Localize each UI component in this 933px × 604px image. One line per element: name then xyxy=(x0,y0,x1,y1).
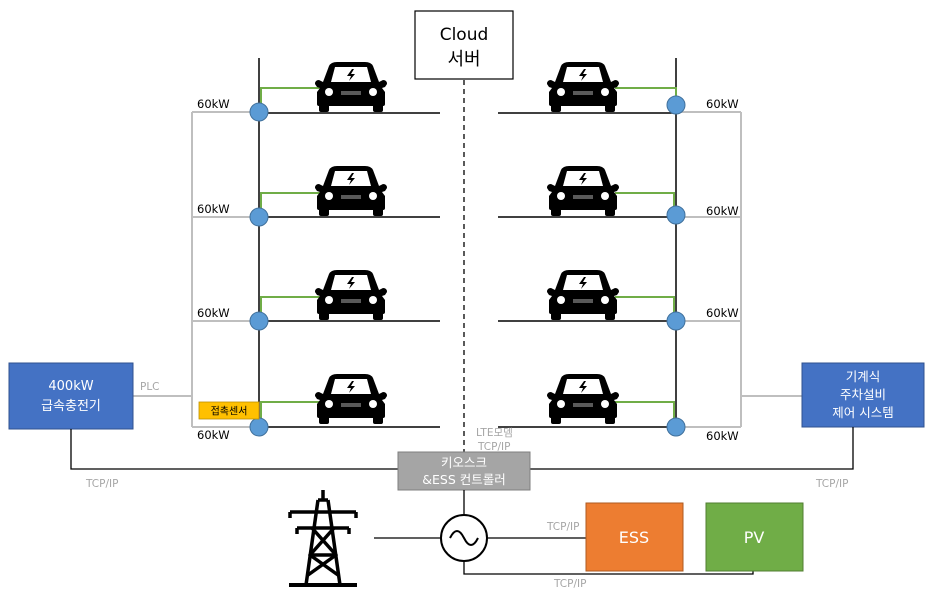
parking-control-box xyxy=(801,362,925,428)
cloud-subtitle: 서버 xyxy=(447,49,480,70)
ev-car-icon xyxy=(315,166,387,216)
ess-box xyxy=(585,502,684,572)
tcpip-pv-label: TCP/IP xyxy=(553,578,586,590)
ac-source-icon xyxy=(440,514,488,562)
parking-line-3: 제어 시스템 xyxy=(832,405,893,420)
ev-car-icon xyxy=(547,374,619,424)
left-green-wiring xyxy=(260,87,320,427)
cloud-title: Cloud xyxy=(440,25,489,45)
transmission-tower-icon xyxy=(288,490,358,587)
left-floor-lines xyxy=(259,112,440,428)
right-green-wiring xyxy=(615,87,677,427)
power-label-left-3: 60kW xyxy=(197,306,230,320)
ev-car-icon xyxy=(547,270,619,320)
parking-line-1: 기계식 xyxy=(846,369,881,384)
parking-line-2: 주차설비 xyxy=(840,387,886,402)
contact-sensor-label: 접촉센서 xyxy=(211,406,248,418)
charger-name: 급속충전기 xyxy=(41,399,101,414)
tcpip-ess-label: TCP/IP xyxy=(546,521,579,533)
power-label-left-1: 60kW xyxy=(197,97,230,111)
pv-box xyxy=(705,502,804,572)
power-label-right-3: 60kW xyxy=(706,306,739,320)
left-nodes xyxy=(249,102,269,437)
kiosk-line-2: &ESS 컨트롤러 xyxy=(422,472,506,487)
ev-car-icon xyxy=(547,62,619,112)
cloud-server-box xyxy=(414,10,514,80)
inverter-to-pv-line xyxy=(463,561,754,575)
power-label-right-2: 60kW xyxy=(706,204,739,218)
pv-label: PV xyxy=(744,528,765,547)
power-label-right-4: 60kW xyxy=(706,429,739,443)
ev-car-icon xyxy=(315,270,387,320)
kiosk-line-1: 키오스크 xyxy=(441,455,487,470)
power-label-left-4: 60kW xyxy=(197,428,230,442)
charger-power: 400kW xyxy=(48,379,93,394)
contact-sensor-box xyxy=(198,401,260,420)
plc-label: PLC xyxy=(140,381,160,393)
tcpip-right-label: TCP/IP xyxy=(815,478,848,490)
power-label-left-2: 60kW xyxy=(197,202,230,216)
ess-label: ESS xyxy=(619,528,649,547)
ev-car-icon xyxy=(547,166,619,216)
ev-car-icon xyxy=(315,62,387,112)
right-nodes xyxy=(666,95,686,437)
right-floor-lines xyxy=(498,112,676,428)
charger-box xyxy=(8,362,134,430)
tcpip-left-label: TCP/IP xyxy=(85,478,118,490)
ev-car-icon xyxy=(315,374,387,424)
lte-tcpip-label: TCP/IP xyxy=(477,441,510,453)
tcpip-bus xyxy=(70,427,854,470)
power-label-right-1: 60kW xyxy=(706,97,739,111)
right-gray-wiring xyxy=(676,111,802,428)
left-gray-wiring xyxy=(133,111,259,428)
lte-modem-label: LTE모뎀 xyxy=(476,427,513,439)
